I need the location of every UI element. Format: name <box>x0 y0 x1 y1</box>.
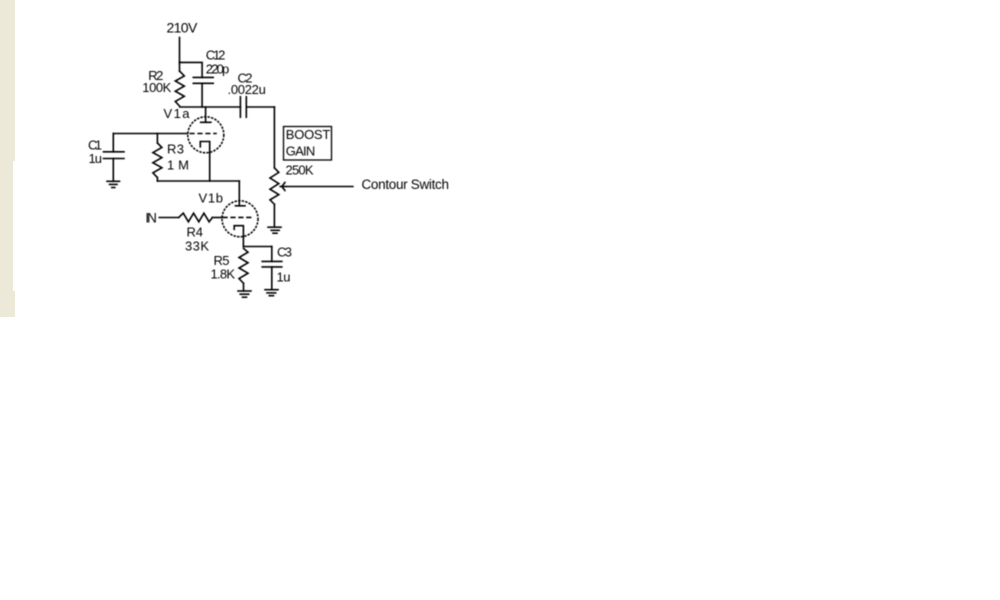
svg-text:R3: R3 <box>167 141 184 156</box>
svg-text:.0022u: .0022u <box>228 82 266 97</box>
svg-text:100K: 100K <box>142 80 171 95</box>
svg-text:1M: 1M <box>167 157 189 172</box>
svg-text:C2: C2 <box>238 71 253 86</box>
svg-text:1.8K: 1.8K <box>211 266 236 281</box>
svg-text:Contour Switch: Contour Switch <box>362 177 450 192</box>
svg-text:C12: C12 <box>206 47 226 62</box>
svg-text:250K: 250K <box>286 163 314 178</box>
svg-text:C1: C1 <box>88 137 102 152</box>
svg-text:R2: R2 <box>148 68 163 83</box>
svg-text:R5: R5 <box>214 253 230 268</box>
svg-text:220p: 220p <box>206 61 229 76</box>
svg-text:IN: IN <box>145 210 157 225</box>
svg-text:V1a: V1a <box>164 106 191 121</box>
svg-text:210V: 210V <box>167 19 198 35</box>
svg-text:R4: R4 <box>187 224 204 239</box>
svg-text:1u: 1u <box>89 151 103 166</box>
svg-text:C3: C3 <box>277 244 292 259</box>
svg-text:GAIN: GAIN <box>286 143 316 158</box>
svg-text:33K: 33K <box>185 239 209 254</box>
svg-text:BOOST: BOOST <box>286 127 331 142</box>
svg-text:1u: 1u <box>277 270 291 285</box>
svg-text:V1b: V1b <box>199 191 224 206</box>
